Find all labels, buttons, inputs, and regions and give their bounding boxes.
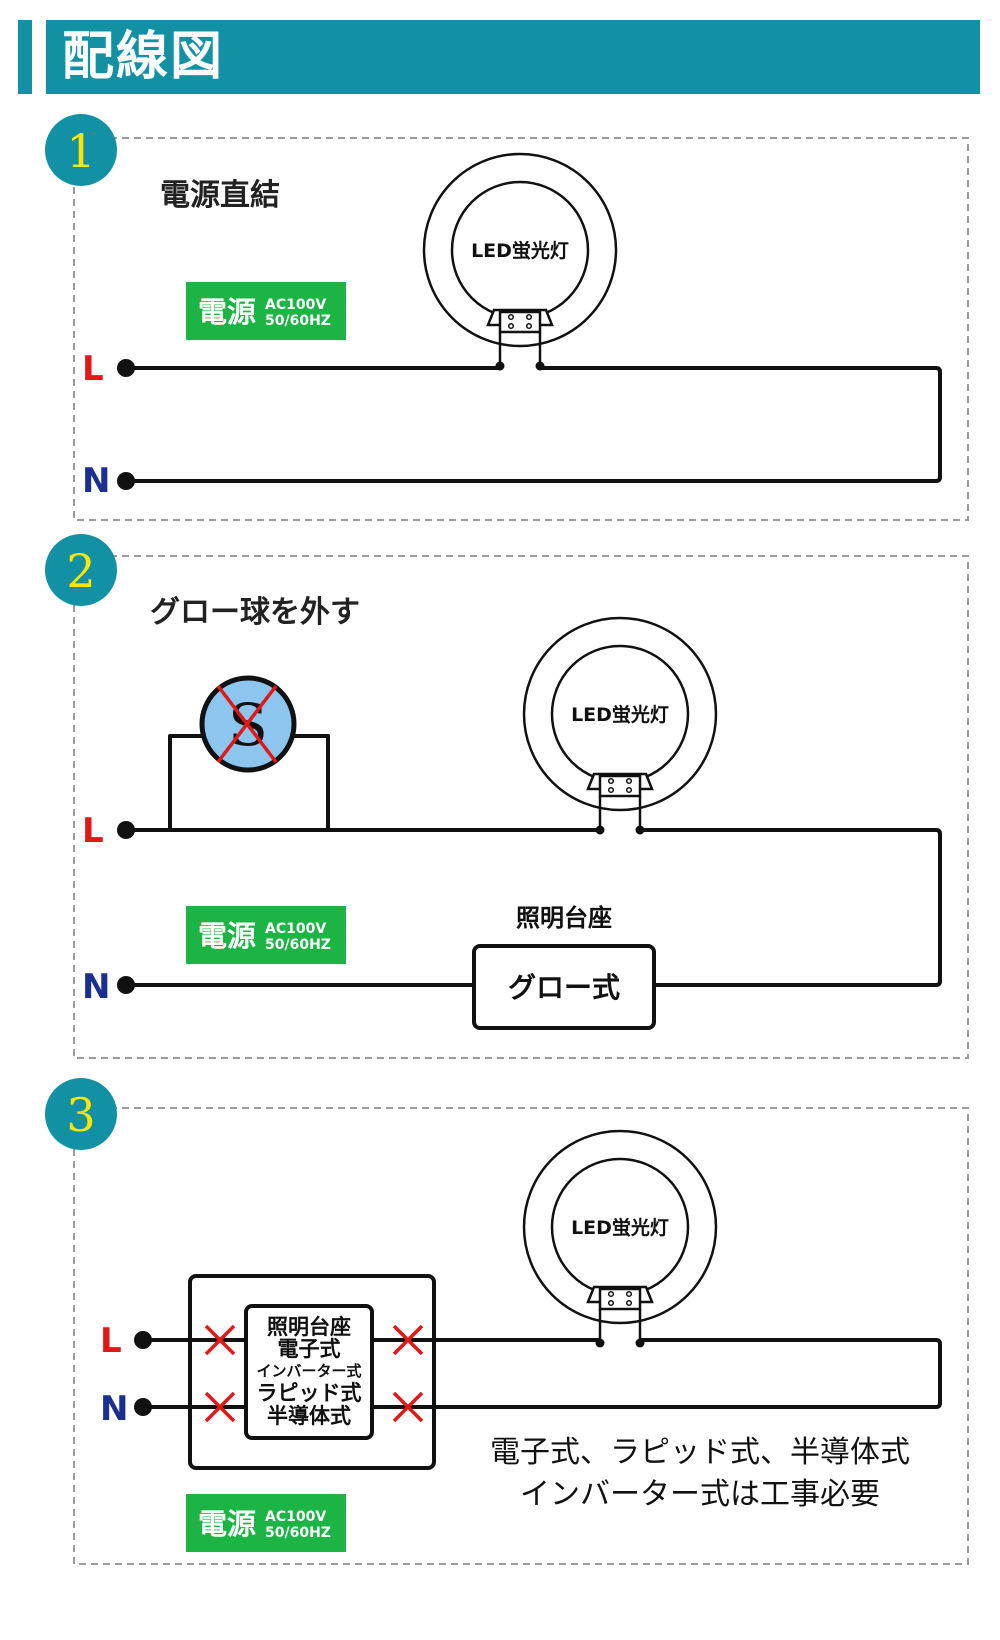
section-1-number: 1 <box>66 124 95 178</box>
electronic-box-line: 電子式 <box>278 1337 341 1361</box>
terminal-n-label: N <box>100 1389 128 1429</box>
section-1-power-source: 電源 AC100V 50/60HZ <box>186 282 346 340</box>
base-label: 照明台座 <box>516 904 612 932</box>
power-frequency: 50/60HZ <box>265 1525 331 1541</box>
lamp-label: LED蛍光灯 <box>471 239 569 262</box>
section-3: 3 LED蛍光灯 L N 照明台座 電子式 インバーター式 ラピッド式 半導体式 <box>45 1078 969 1565</box>
electronic-box-line: 半導体式 <box>267 1404 351 1428</box>
section-2-badge <box>45 534 117 606</box>
terminal-l-label: L <box>100 1321 122 1361</box>
power-frequency: 50/60HZ <box>265 937 331 953</box>
glow-type-box <box>472 944 656 1030</box>
power-voltage: AC100V <box>265 921 326 937</box>
section-1-badge <box>45 114 117 186</box>
section-1-lamp: LED蛍光灯 <box>422 152 618 372</box>
power-kanji: 電源 <box>198 919 256 953</box>
electronic-box-line: 照明台座 <box>267 1315 351 1339</box>
terminal-n-label: N <box>82 967 110 1007</box>
glow-type-label: グロー式 <box>508 971 620 1004</box>
section-3-number: 3 <box>66 1088 95 1142</box>
electronic-box-line: ラピッド式 <box>257 1381 362 1405</box>
cut-x-icon <box>392 1391 424 1423</box>
power-frequency: 50/60HZ <box>265 313 331 329</box>
wire-return <box>143 1338 942 1409</box>
cut-x-icon <box>204 1391 236 1423</box>
section-1: 1 電源直結 LED蛍光灯 電源 AC100V 50/60HZ L N <box>45 114 969 521</box>
cut-x-icon <box>204 1324 236 1356</box>
lamp-label: LED蛍光灯 <box>571 703 669 726</box>
work-required-note-line-2: インバーター式は工事必要 <box>520 1477 880 1512</box>
section-2-title: グロー球を外す <box>150 595 360 630</box>
power-voltage: AC100V <box>265 297 326 313</box>
wire-return <box>126 366 942 483</box>
header-accent-bar <box>18 20 32 94</box>
power-kanji: 電源 <box>198 295 256 329</box>
section-3-power-source: 電源 AC100V 50/60HZ <box>186 1494 346 1552</box>
bypass-loop <box>188 1274 436 1470</box>
section-2-power-source: 電源 AC100V 50/60HZ <box>186 906 346 964</box>
power-kanji: 電源 <box>198 1507 256 1541</box>
glow-starter: S <box>168 675 330 830</box>
terminal-n-label: N <box>82 461 110 501</box>
wire-return <box>640 828 942 987</box>
cut-x-icon <box>392 1324 424 1356</box>
section-1-title: 電源直結 <box>160 178 280 213</box>
electronic-base-box <box>244 1304 374 1440</box>
electronic-box-line: インバーター式 <box>256 1362 361 1380</box>
section-2-lamp: LED蛍光灯 <box>522 616 718 836</box>
power-voltage: AC100V <box>265 1509 326 1525</box>
section-2-number: 2 <box>66 544 95 598</box>
work-required-note-line-1: 電子式、ラピッド式、半導体式 <box>490 1435 910 1470</box>
terminal-l-label: L <box>82 811 104 851</box>
header-bar: 配線図 <box>46 20 980 94</box>
terminal-l-label: L <box>82 349 104 389</box>
lamp-label: LED蛍光灯 <box>571 1216 669 1239</box>
page-title: 配線図 <box>62 26 225 87</box>
section-3-lamp: LED蛍光灯 <box>522 1129 718 1349</box>
section-2: 2 グロー球を外す S LED蛍光灯 L N 電源 AC100V 50/60HZ… <box>45 534 969 1059</box>
section-3-badge <box>45 1078 117 1150</box>
